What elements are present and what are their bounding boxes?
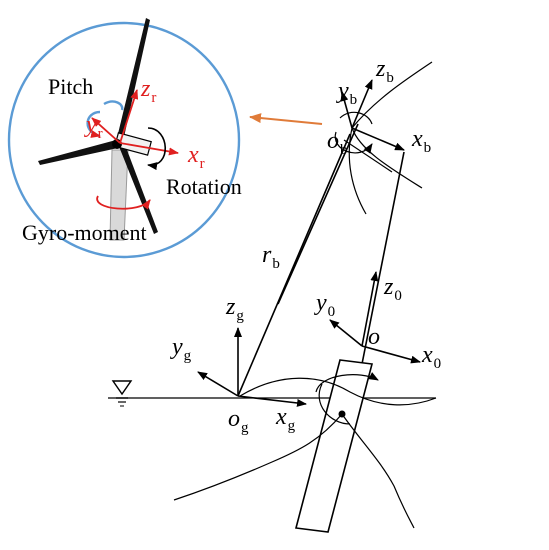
y-0-axis	[329, 319, 363, 347]
rotor-frame: ob xb yb zb	[277, 56, 433, 365]
rotation-label: Rotation	[166, 174, 242, 199]
gyro-moment-arrow	[96, 195, 151, 210]
y-r-label: yr	[84, 112, 103, 142]
r-b-label: rb	[262, 242, 280, 272]
inset-blade-left	[38, 140, 118, 165]
pitch-arrow-top	[103, 100, 124, 111]
tower-line-right	[361, 151, 405, 365]
body-rotation-arc	[315, 372, 379, 393]
tower-line-left	[277, 123, 359, 305]
rotation-arrow	[147, 127, 167, 171]
rotor-blade-down	[348, 127, 367, 215]
water-level-icon	[111, 380, 133, 396]
x-r-label: xr	[187, 142, 205, 172]
inset-x-axis	[119, 142, 179, 156]
x-g-label: xg	[275, 404, 296, 434]
rotor-inset: Pitch Rotation Gyro-moment zr yr xr	[7, 18, 242, 259]
z-b-axis	[351, 79, 373, 129]
body-rotation-arc-lower	[318, 383, 351, 425]
floating-body: z0 y0 o x0	[173, 271, 441, 533]
x-b-label: xb	[411, 126, 431, 156]
global-frame: zg yg og xg	[108, 294, 436, 436]
x-0-axis	[361, 345, 421, 364]
z-0-label: z0	[383, 274, 402, 304]
z-0-axis	[361, 271, 379, 347]
y-b-label: yb	[336, 78, 357, 108]
y-g-axis	[197, 371, 239, 397]
gyro-moment-label: Gyro-moment	[22, 220, 147, 245]
mooring-line-left	[173, 413, 343, 501]
o-label: o	[368, 324, 380, 350]
z-r-label: zr	[140, 76, 156, 106]
o-b-label: ob	[327, 128, 348, 158]
rotor-rotation-arc	[334, 131, 373, 154]
inset-y-axis	[91, 117, 121, 144]
inset-blade-top	[116, 18, 150, 146]
pitch-label: Pitch	[48, 74, 93, 99]
fairlead-point	[338, 410, 346, 418]
tower-top-edge	[343, 139, 393, 173]
z-g-label: zg	[225, 294, 244, 324]
zoom-link-arrow	[249, 113, 323, 125]
rotor-rotation-arc-top	[339, 111, 373, 125]
r-b-vector	[237, 133, 351, 397]
y-b-axis	[340, 91, 353, 129]
x-b-axis	[351, 127, 405, 151]
x-0-label: x0	[421, 342, 441, 372]
y-0-label: y0	[314, 290, 335, 320]
mooring-line-right	[341, 413, 415, 529]
inset-z-axis	[119, 89, 139, 144]
pitch-arrow	[86, 110, 101, 138]
rotor-blade-right	[351, 127, 423, 189]
wave-curve	[239, 377, 437, 406]
y-g-label: yg	[170, 334, 192, 364]
inset-blade-bottom	[118, 142, 158, 234]
z-b-label: zb	[375, 56, 394, 86]
inset-ring	[7, 21, 241, 259]
spar-buoy	[294, 359, 374, 533]
rotor-blade-up	[351, 61, 433, 129]
x-g-axis	[237, 395, 307, 407]
o-g-label: og	[228, 406, 249, 436]
